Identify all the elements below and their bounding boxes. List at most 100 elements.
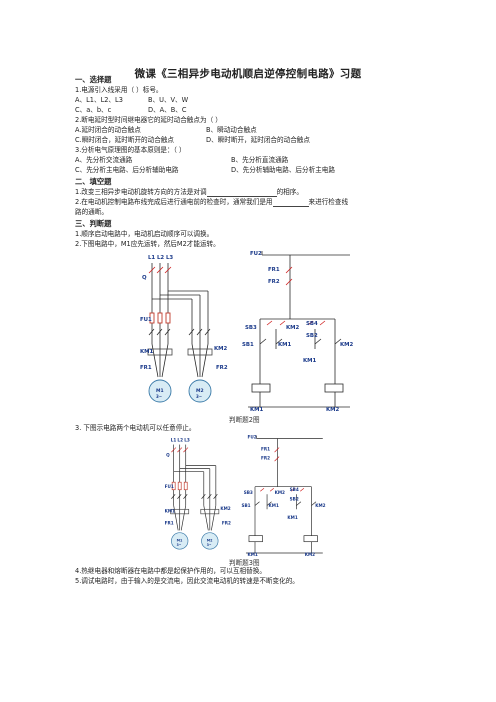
- label-q: Q: [142, 275, 147, 281]
- label-km1-ctrl: KM1: [278, 342, 292, 348]
- section-fill-heading: 二、填空题: [75, 177, 112, 186]
- judge-q5: 5.调试电路时，由于输入的是交流电，因此交流电动机的转速是不断变化的。: [75, 577, 299, 585]
- d2-label-m2: M2: [207, 539, 213, 543]
- d2-label-fr2: FR2: [222, 520, 231, 525]
- label-m2-sub: 3~: [196, 394, 202, 399]
- choice-q3-option-a: A、先分析交流通路: [75, 156, 133, 164]
- d2-label-l3: L3: [184, 438, 190, 443]
- label-fr2: FR2: [216, 365, 228, 371]
- motors: [148, 379, 212, 403]
- d2-label-sb4: SB4: [290, 487, 299, 492]
- label-km3-ctrl: KM2: [286, 325, 300, 331]
- d2-label-m1-sub: 3~: [177, 543, 182, 547]
- label-m1: M1: [156, 388, 164, 394]
- label-fr1: FR1: [140, 365, 152, 371]
- d2-label-m2-sub: 3~: [207, 543, 212, 547]
- label-fu2: FU2: [250, 251, 262, 257]
- circuit-diagram-2: L1 L2 L3 Q FU1 KM1 KM2 FR1 FR2 M1 M2 3~ …: [165, 435, 326, 556]
- fill-q2: 2.在电动机控制电路布线完成后进行通电前的检查时，通常我们是用 来进行检查线: [75, 198, 348, 207]
- choice-q3-options-ab: A、先分析交流通路 B、先分析直流通路: [75, 156, 415, 165]
- d2-label-sb2: SB2: [290, 496, 299, 501]
- labels: L1 L2 L3 Q FU1 KM1 KM2 FR1 FR2 M1 M2 3~ …: [140, 251, 354, 411]
- control-circuit: [248, 251, 350, 408]
- judge-q4: 4.热继电器和熔断器在电路中都是起保护作用的，可以互相替换。: [75, 567, 266, 575]
- d2-label-fr1: FR1: [165, 520, 174, 525]
- label-km2-main: KM2: [214, 346, 228, 352]
- choice-q3-option-d: D、先分析辅助电路、后分析主电路: [231, 166, 335, 174]
- fill-q2-text: 2.在电动机控制电路布线完成后进行通电前的检查时，通常我们是用: [75, 198, 273, 206]
- fill-q2-text-end: 来进行检查线: [308, 198, 349, 206]
- judge-q3: 3. 下图示电路两个电动机可以任意停止。: [75, 424, 196, 432]
- fill-q1: 1.改变三相异步电动机旋转方向的方法是对调 的相序。: [75, 188, 303, 197]
- label-l3: L3: [166, 255, 173, 261]
- label-fr1-ctrl: FR1: [268, 267, 280, 273]
- choice-q2-option-b: B、瞬动动合触点: [206, 126, 257, 134]
- choice-q1: 1.电源引入线采用（ ）标号。: [75, 86, 163, 94]
- d2-label-fu1: FU1: [165, 484, 174, 489]
- fill-q1-text-end: 的相序。: [276, 188, 303, 196]
- d2-label-km1-main: KM1: [165, 508, 175, 513]
- section-judge-heading: 三、判断题: [75, 219, 112, 228]
- choice-q2-option-d: D、瞬时断开，延时闭合的动合触点: [206, 136, 310, 144]
- choice-q2: 2.断电延时型时间继电器它的延时动合触点为（ ）: [75, 116, 222, 124]
- d2-label-km2-ctrl: KM2: [315, 503, 325, 508]
- judge-fig3-caption: 判断题3图: [229, 559, 260, 567]
- label-km2-ctrl: KM2: [340, 342, 354, 348]
- fill-q2-continued: 路的通断。: [75, 208, 108, 216]
- label-km2-coil: KM2: [326, 407, 340, 411]
- label-l2: L2: [157, 255, 164, 261]
- label-fr2-ctrl: FR2: [268, 279, 280, 285]
- choice-q3-options-cd: C、先分析主电路、后分析辅助电路 D、先分析辅助电路、后分析主电路: [75, 166, 415, 175]
- fill-q1-text: 1.改变三相异步电动机旋转方向的方法是对调: [75, 188, 207, 196]
- label-sb2: SB2: [306, 333, 318, 339]
- choice-q3: 3.分析电气原理图的基本原则是：（ ）: [75, 146, 186, 154]
- label-sb1: SB1: [242, 342, 254, 348]
- d2-label-fr2-ctrl: FR2: [261, 456, 270, 461]
- choice-q3-option-b: B、先分析直流通路: [231, 156, 289, 164]
- choice-q1-option-c: C、a、b、c: [75, 106, 112, 114]
- choice-q1-option-d: D、A、B、C: [148, 106, 187, 114]
- choice-q3-option-c: C、先分析主电路、后分析辅助电路: [75, 166, 179, 174]
- d2-label-km1-aux: KM1: [287, 515, 297, 520]
- choice-q1-options-ab: A、L1、L2、L3 B、U、V、W: [75, 96, 275, 105]
- fill-q2-blank: [272, 198, 309, 207]
- choice-q2-option-c: C.瞬时闭合，延时断开的动合触点: [75, 136, 175, 144]
- main-circuit: [147, 263, 213, 378]
- label-sb3: SB3: [245, 325, 257, 331]
- d2-label-l2: L2: [177, 438, 183, 443]
- d2-label-fr1-ctrl: FR1: [261, 447, 270, 452]
- d2-label-sb3: SB3: [244, 490, 253, 495]
- fill-q1-blank: [206, 188, 277, 197]
- d2-label-km1-ctrl: KM1: [269, 503, 279, 508]
- judge-q2: 2.下图电路中，M1应先运转，然后M2才能运转。: [75, 240, 220, 248]
- judge-q1: 1.顺序启动电路中，电动机启动顺序可以调换。: [75, 230, 214, 238]
- label-km1-aux: KM1: [303, 358, 317, 364]
- label-m1-sub: 3~: [156, 394, 162, 399]
- choice-q2-options-cd: C.瞬时闭合，延时断开的动合触点 D、瞬时断开，延时闭合的动合触点: [75, 136, 415, 145]
- label-fu1: FU1: [140, 317, 152, 323]
- label-l1: L1: [148, 255, 155, 261]
- d2-label-km2-coil: KM2: [305, 552, 315, 556]
- label-m2: M2: [196, 388, 204, 394]
- circuit-diagram-1: L1 L2 L3 Q FU1 KM1 KM2 FR1 FR2 M1 M2 3~ …: [140, 251, 354, 411]
- choice-q2-option-a: A.延时闭合的动合触点: [75, 126, 141, 134]
- d2-label-km1-coil: KM1: [247, 552, 257, 556]
- judge-fig2-caption: 判断题2图: [229, 416, 260, 424]
- label-sb4: SB4: [306, 321, 318, 327]
- page-title: 微课《三相异步电动机顺启逆停控制电路》习题: [134, 68, 362, 80]
- label-km1-coil: KM1: [250, 407, 264, 411]
- d2-label-km2-main: KM2: [220, 506, 230, 511]
- d2-label-km3-ctrl: KM2: [275, 490, 285, 495]
- choice-q1-options-cd: C、a、b、c D、A、B、C: [75, 106, 275, 115]
- choice-q2-options-ab: A.延时闭合的动合触点 B、瞬动动合触点: [75, 126, 415, 135]
- d2-label-q: Q: [166, 453, 170, 458]
- section-choice-heading: 一、选择题: [75, 75, 112, 84]
- d2-label-m1: M1: [177, 539, 183, 543]
- d2-label-l1: L1: [171, 438, 177, 443]
- d2-label-fu2: FU2: [247, 435, 256, 440]
- d2-label-sb1: SB1: [241, 503, 250, 508]
- choice-q1-option-b: B、U、V、W: [148, 96, 189, 104]
- fuse-row: [149, 312, 171, 324]
- choice-q1-option-a: A、L1、L2、L3: [75, 96, 123, 104]
- label-km1-main: KM1: [140, 349, 154, 355]
